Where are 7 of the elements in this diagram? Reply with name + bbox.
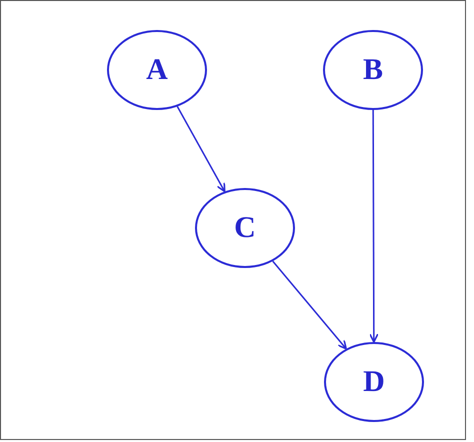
node-label: C [234, 211, 256, 245]
arrow [176, 106, 226, 192]
arrow [369, 110, 379, 343]
node-label: A [146, 53, 168, 87]
node-label: B [362, 53, 383, 87]
arrow [272, 260, 347, 350]
node-label: D [363, 365, 385, 399]
